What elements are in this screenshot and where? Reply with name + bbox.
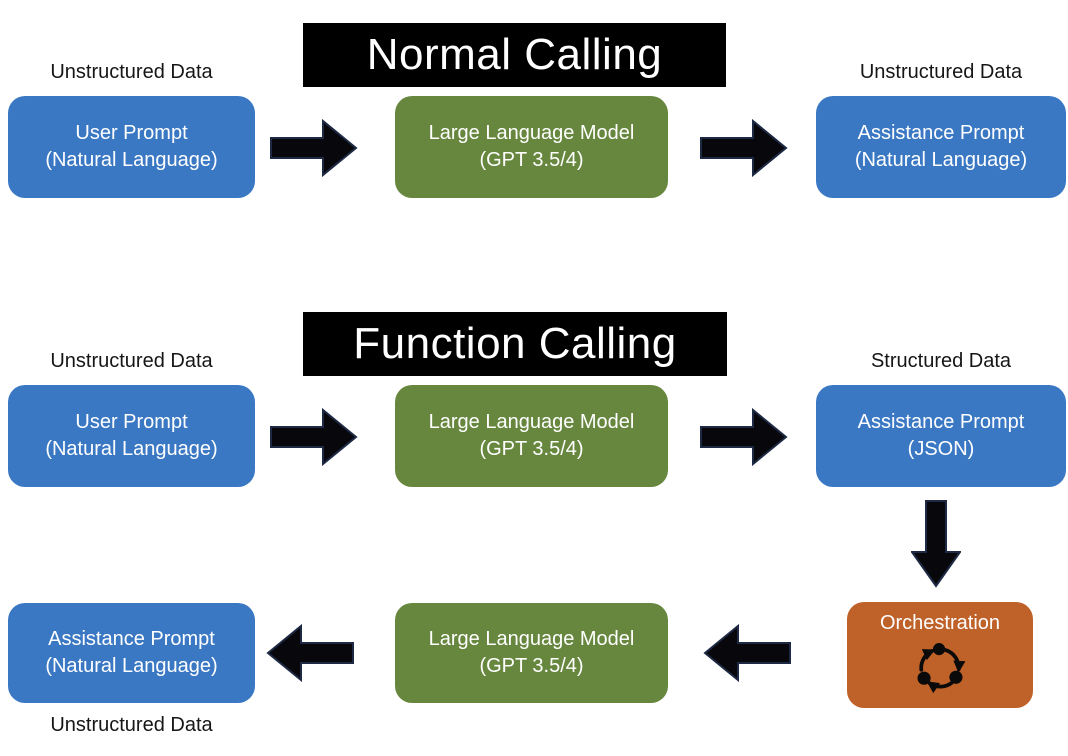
node-line1: User Prompt (75, 122, 188, 144)
normal-user-prompt-node: User Prompt (Natural Language) (8, 96, 255, 198)
arrow-left-icon (703, 623, 791, 687)
node-line2: (Natural Language) (45, 149, 218, 171)
function-assistance-nl-node: Assistance Prompt (Natural Language) (8, 603, 255, 703)
function-llm-top-node: Large Language Model (GPT 3.5/4) (395, 385, 668, 487)
function-left-data-label: Unstructured Data (50, 350, 213, 372)
node-line2: (Natural Language) (45, 655, 218, 677)
node-line2: (JSON) (907, 438, 975, 460)
normal-calling-title: Normal Calling (366, 30, 663, 79)
normal-assistance-prompt-node: Assistance Prompt (Natural Language) (816, 96, 1066, 198)
function-calling-title-banner: Function Calling (303, 312, 727, 376)
node-line1: Large Language Model (428, 411, 635, 433)
function-bottom-data-label: Unstructured Data (50, 714, 213, 736)
function-calling-title: Function Calling (353, 319, 677, 368)
node-line1: User Prompt (75, 411, 188, 433)
node-line1: Large Language Model (428, 628, 635, 650)
arrow-right-icon (700, 407, 788, 471)
normal-left-data-label: Unstructured Data (50, 61, 213, 83)
node-line1: Large Language Model (428, 122, 635, 144)
arrow-down-icon (910, 500, 962, 593)
node-line1: Assistance Prompt (48, 628, 215, 650)
cycle-icon (910, 639, 970, 701)
function-assistance-json-node: Assistance Prompt (JSON) (816, 385, 1066, 487)
node-line2: (GPT 3.5/4) (479, 149, 584, 171)
function-user-prompt-node: User Prompt (Natural Language) (8, 385, 255, 487)
node-line1: Assistance Prompt (857, 411, 1025, 433)
function-llm-bottom-node: Large Language Model (GPT 3.5/4) (395, 603, 668, 703)
arrow-right-icon (700, 118, 788, 182)
orchestration-label: Orchestration (879, 612, 1001, 634)
node-line2: (GPT 3.5/4) (479, 438, 584, 460)
node-line2: (Natural Language) (45, 438, 218, 460)
normal-right-data-label: Unstructured Data (859, 61, 1023, 83)
node-line2: (Natural Language) (854, 149, 1028, 171)
arrow-right-icon (270, 407, 358, 471)
arrow-left-icon (266, 623, 354, 687)
normal-llm-node: Large Language Model (GPT 3.5/4) (395, 96, 668, 198)
orchestration-node: Orchestration (847, 602, 1033, 708)
arrow-right-icon (270, 118, 358, 182)
node-line2: (GPT 3.5/4) (479, 655, 584, 677)
node-line1: Assistance Prompt (857, 122, 1025, 144)
normal-calling-title-banner: Normal Calling (303, 23, 726, 87)
function-right-data-label: Structured Data (870, 350, 1012, 372)
